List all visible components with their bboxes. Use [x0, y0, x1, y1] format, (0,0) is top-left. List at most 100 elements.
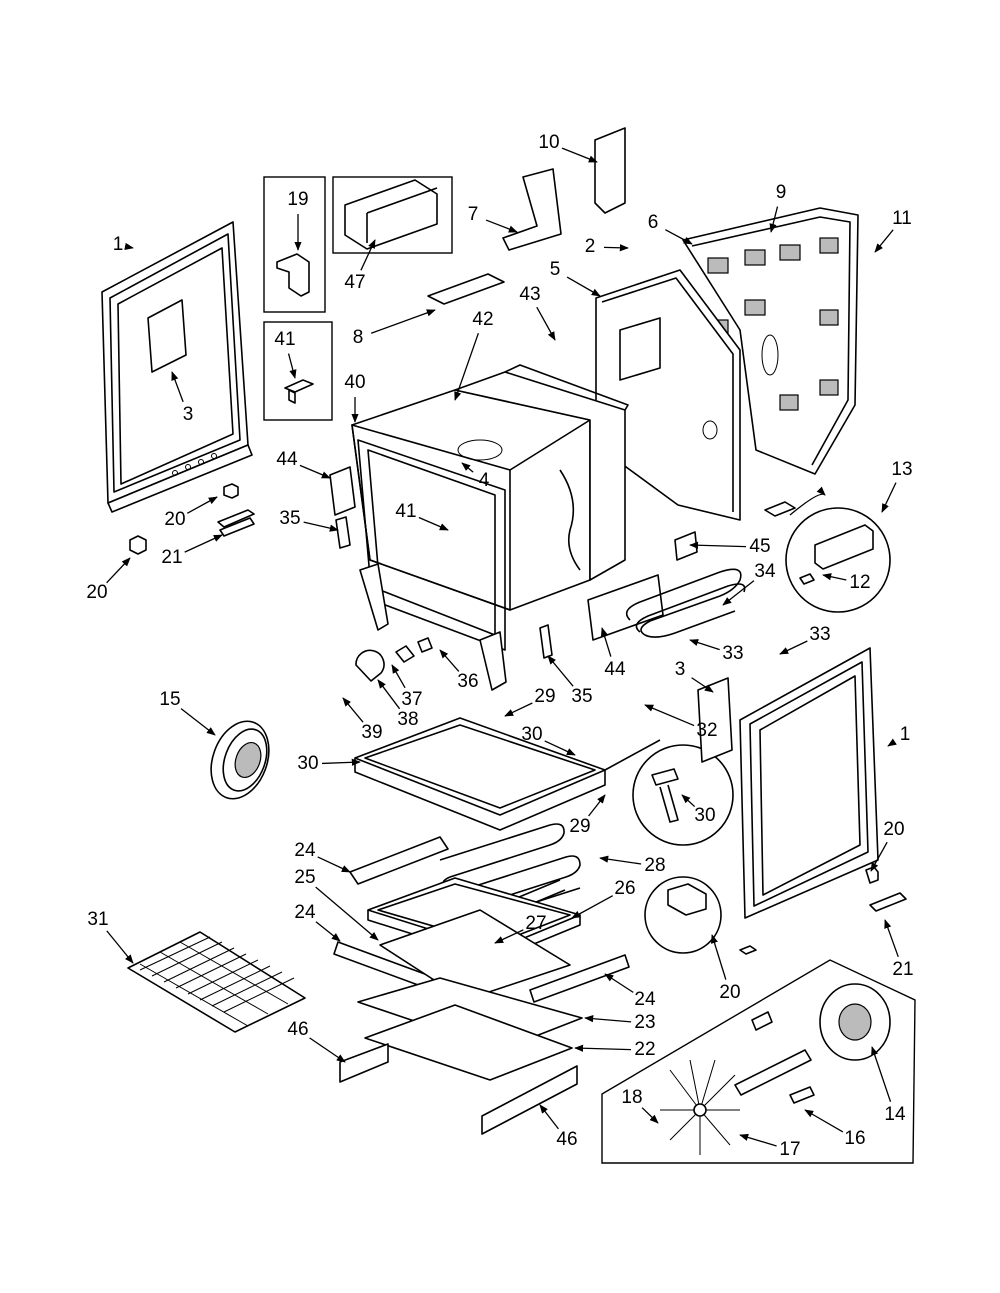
callout-number: 3: [183, 404, 194, 425]
leader-arrow: [544, 740, 576, 756]
callout-41: 41: [274, 329, 297, 379]
callout-33: 33: [689, 639, 744, 664]
callout-number: 34: [754, 561, 776, 582]
leader-arrow: [871, 1046, 892, 1102]
leader-arrow: [309, 1037, 346, 1063]
callout-number: 30: [694, 805, 715, 826]
callout-18: 18: [621, 1087, 659, 1124]
leader-arrow: [769, 206, 779, 233]
leader-arrow: [600, 627, 612, 657]
callout-number: 14: [884, 1104, 906, 1125]
callout-13: 13: [881, 459, 913, 513]
drawer-base: [364, 1004, 573, 1081]
callout-number: 3: [675, 659, 686, 680]
callout-21: 21: [161, 534, 223, 568]
callout-number: 44: [604, 659, 626, 680]
callout-17: 17: [739, 1133, 801, 1160]
leader-arrow: [681, 794, 696, 808]
callout-number: 2: [585, 236, 596, 257]
hinge-receiver-right: [539, 624, 553, 659]
callout-35: 35: [279, 508, 339, 532]
leader-arrow: [303, 521, 339, 532]
callout-44: 44: [600, 627, 626, 680]
callout-46: 46: [539, 1104, 578, 1150]
callout-number: 21: [892, 959, 913, 980]
callout-24: 24: [604, 973, 656, 1010]
oven-cavity: [351, 364, 629, 611]
callout-42: 42: [454, 309, 494, 401]
leader-arrow: [870, 841, 888, 872]
callout-22: 22: [574, 1039, 656, 1060]
callout-number: 41: [274, 329, 295, 350]
part-47-box: [332, 176, 453, 254]
callout-number: 38: [397, 709, 418, 730]
callout-24: 24: [294, 840, 351, 873]
callout-number: 9: [776, 182, 787, 203]
leader-arrow: [881, 482, 897, 513]
hinge-bracket-left: [329, 466, 356, 516]
oven-bottom-pan: [354, 717, 606, 831]
leader-arrow: [370, 309, 436, 334]
leader-arrow: [454, 332, 479, 401]
callout-number: 33: [809, 624, 830, 645]
callout-number: 31: [87, 909, 108, 930]
callout-number: 18: [621, 1087, 642, 1108]
callout-35: 35: [547, 655, 593, 707]
kick-plate-front: [481, 1065, 578, 1135]
callout-number: 17: [779, 1139, 800, 1160]
leader-arrow: [566, 276, 601, 297]
drawer-slide-left: [349, 836, 449, 885]
callout-number: 19: [287, 189, 308, 210]
leader-arrow: [315, 886, 379, 941]
control-bracket: [344, 179, 438, 250]
callout-number: 16: [844, 1128, 865, 1149]
leader-arrow: [321, 758, 361, 766]
leader-arrow: [710, 934, 727, 980]
callout-number: 8: [353, 327, 364, 348]
callout-number: 20: [883, 819, 904, 840]
leader-arrow: [504, 702, 533, 717]
callout-21: 21: [884, 919, 914, 980]
callout-41: 41: [395, 501, 449, 531]
callout-9: 9: [769, 182, 787, 233]
callout-30: 30: [297, 753, 361, 774]
callout-32: 32: [644, 704, 718, 741]
callout-number: 28: [644, 855, 665, 876]
convection-fan-cover: [210, 720, 270, 800]
side-panel-left: [101, 221, 253, 513]
convection-element: [625, 568, 746, 638]
callout-number: 13: [891, 459, 912, 480]
callout-number: 30: [297, 753, 318, 774]
leader-arrow: [884, 919, 899, 958]
callout-29: 29: [504, 686, 556, 717]
leader-arrow: [106, 557, 131, 584]
callout-43: 43: [519, 284, 556, 341]
leader-arrow: [588, 794, 606, 817]
callout-33: 33: [779, 624, 831, 655]
thermostat-bracket: [276, 253, 310, 297]
leader-arrow: [184, 534, 223, 553]
callout-36: 36: [439, 649, 479, 692]
callout-30: 30: [521, 724, 576, 756]
callout-number: 33: [722, 643, 743, 664]
callout-1: 1: [887, 724, 910, 747]
callout-24: 24: [294, 902, 341, 942]
front-frame: [357, 439, 507, 691]
callout-number: 29: [534, 686, 555, 707]
callout-number: 20: [164, 509, 185, 530]
callout-3: 3: [675, 659, 714, 693]
callout-7: 7: [468, 204, 518, 233]
callout-14: 14: [871, 1046, 906, 1125]
oven-rack: [127, 931, 306, 1033]
callout-number: 5: [550, 259, 561, 280]
callout-number: 24: [294, 902, 316, 923]
callout-number: 39: [361, 722, 382, 743]
leader-arrow: [461, 462, 474, 473]
callout-26: 26: [571, 878, 636, 919]
leader-arrow: [584, 1015, 632, 1023]
leader-arrow: [171, 371, 184, 403]
leader-arrow: [822, 573, 847, 581]
callout-30: 30: [681, 794, 716, 826]
callout-number: 20: [86, 582, 107, 603]
